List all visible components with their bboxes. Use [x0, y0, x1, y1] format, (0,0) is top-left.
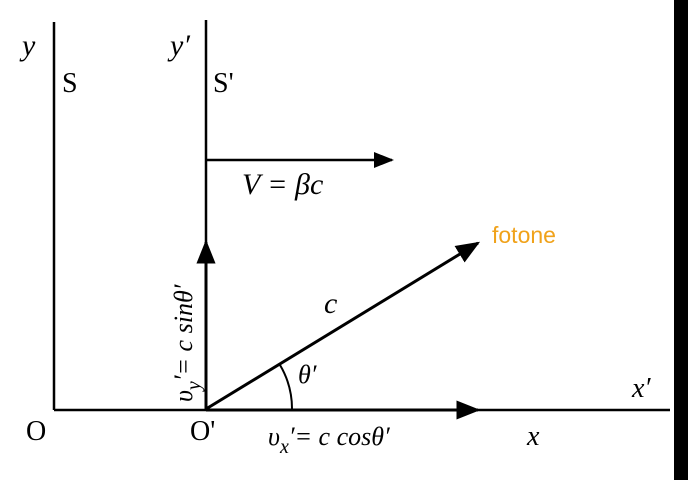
origin-o-label: O — [26, 416, 46, 447]
vx-label: υx′= c cosθ′ — [268, 422, 390, 458]
vx-expression: ′= c cosθ′ — [289, 422, 390, 451]
photon-speed-label: c — [324, 287, 337, 320]
frame-velocity-label: V = βc — [242, 168, 323, 201]
s-prime-y-axis-label: y′ — [167, 29, 190, 62]
vy-expression: ′= c sinθ′ — [169, 284, 198, 381]
s-x-axis-label: x — [526, 421, 540, 452]
vy-symbol: υ — [169, 390, 198, 402]
vx-symbol: υ — [268, 422, 280, 451]
angle-label: θ′ — [298, 360, 317, 389]
photon-label: fotone — [492, 222, 556, 248]
right-edge-bar — [674, 0, 688, 480]
frame-s-prime-label: S' — [213, 68, 234, 99]
photon-velocity-vector — [205, 241, 481, 411]
s-y-axis-label: y — [19, 29, 36, 62]
vy-subscript: y — [183, 381, 205, 392]
angle-arc — [279, 364, 294, 411]
s-prime-x-axis-label: x′ — [631, 373, 651, 404]
origin-o-prime-label: O' — [190, 416, 215, 447]
frame-s-label: S — [62, 68, 78, 99]
vx-subscript: x — [279, 436, 289, 458]
vy-label: υy′= c sinθ′ — [169, 284, 205, 402]
